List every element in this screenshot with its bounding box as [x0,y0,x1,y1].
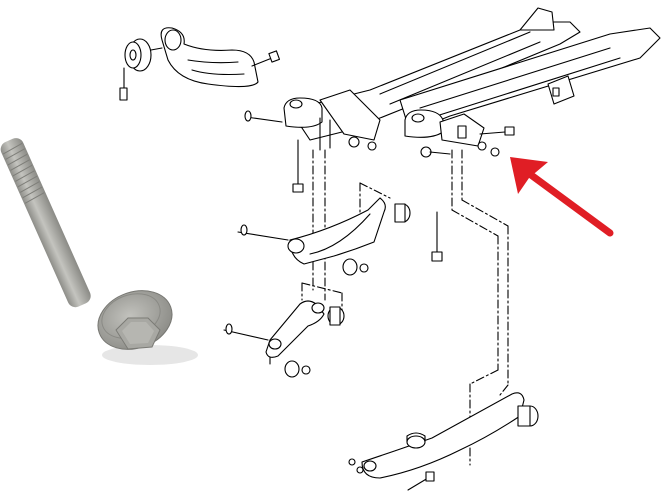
red-arrow-icon [510,157,614,237]
hardware [244,110,515,193]
toe-link [237,197,443,276]
subframe-beams [283,7,661,151]
upper-arm-assembly [119,27,281,101]
lateral-link [223,300,345,378]
bolt-photo [0,138,198,365]
subframe-diagram [119,7,661,491]
lower-control-arm [348,392,539,491]
